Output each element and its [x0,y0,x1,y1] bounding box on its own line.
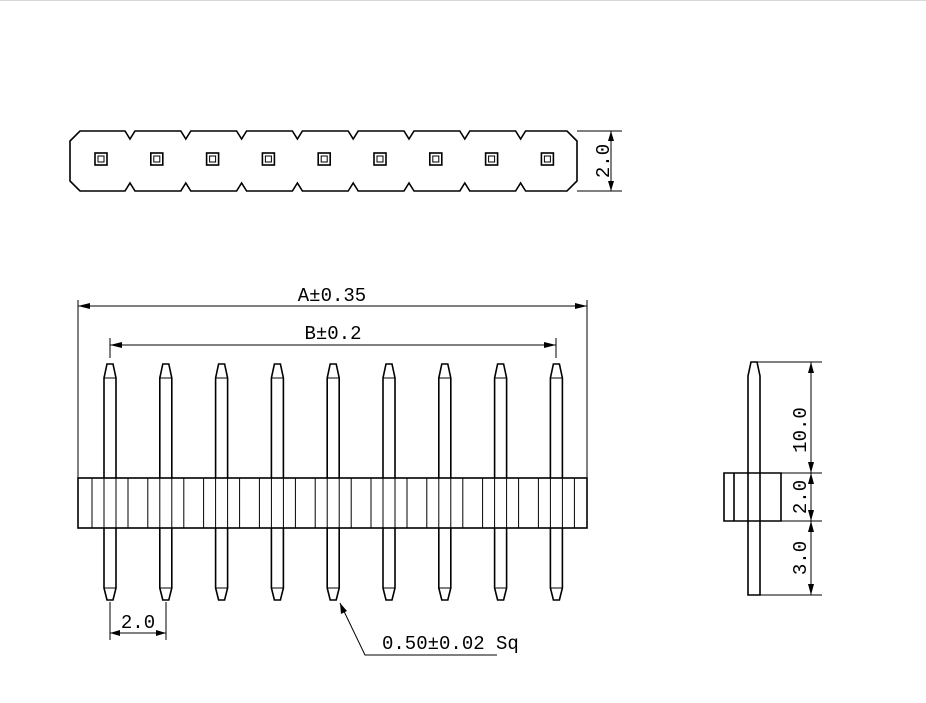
front-pin-upper [493,363,508,478]
top-height-label: 2.0 [593,144,615,178]
pin-section-arrow [340,603,347,614]
side-arrow-upper-end [808,462,814,473]
front-pin-upper [549,363,564,478]
side-arrow-lower-start [808,521,814,532]
top-pin-square-inner [543,155,551,163]
side-upper-label: 10.0 [790,407,812,453]
top-pin-square-inner [264,155,272,163]
front-pin-lower [270,528,285,601]
front-view: A±0.35 B±0.2 2.0 0.50±0.02 Sq [77,285,588,656]
top-view-outline [69,130,578,192]
pitch-arrow-left [110,630,120,636]
front-pin-upper [159,363,173,478]
top-view: 2.0 [69,130,622,192]
side-arrow-body-end [808,510,814,521]
top-pin-square [94,152,108,166]
front-body [77,477,588,529]
front-pin-upper [270,363,285,478]
front-pin-lower [159,528,173,601]
front-pin-lower [438,528,452,601]
top-pin-square [484,152,499,166]
top-pin-square-inner [97,155,105,163]
side-pin-behind-body [747,473,761,521]
span-dimension-label: B±0.2 [304,323,361,345]
side-arrow-body-start [808,473,814,484]
top-pin-square-inner [488,155,496,163]
front-pins [103,363,564,601]
top-pin-square [373,152,387,166]
top-pin-square-inner [209,155,217,163]
front-pin-upper [103,363,117,478]
front-pin-lower [493,528,508,601]
top-dim-arrow-up [608,131,614,141]
top-pin-square-inner [320,155,328,163]
span-arrow-left [110,342,122,348]
front-pin-lower [549,528,564,601]
side-lower-label: 3.0 [790,541,812,575]
front-pin-lower [382,528,396,601]
side-body [723,472,782,522]
top-pin-square [540,152,555,166]
pin-section-leader [339,602,497,656]
front-pin-lower [326,528,340,601]
front-pin-upper [438,363,452,478]
front-body-dividers [91,478,575,528]
top-pin-square [317,152,332,166]
front-pin-upper [214,363,229,478]
top-pin-square [428,152,443,166]
pitch-label: 2.0 [121,612,155,634]
top-pin-square [205,152,220,166]
span-arrow-right [544,342,556,348]
top-pin-square-inner [153,155,161,163]
pin-section-label: 0.50±0.02 Sq [382,633,519,655]
top-pin-square [150,152,164,166]
side-view: 10.0 2.0 3.0 [723,361,822,596]
front-pin-upper [382,363,396,478]
side-body-label: 2.0 [790,480,812,514]
front-pin-lower [103,528,117,601]
overall-dimension-label: A±0.35 [298,285,366,307]
side-arrow-top [808,362,814,373]
top-pin-square [261,152,276,166]
side-arrow-bottom [808,584,814,595]
front-pin-upper [326,363,340,478]
overall-arrow-right [575,303,587,309]
top-dim-arrow-down [608,181,614,191]
front-pin-lower [214,528,229,601]
top-pin-square-inner [432,155,440,163]
pitch-arrow-right [156,630,166,636]
overall-arrow-left [78,303,90,309]
top-view-pin-squares [94,152,555,166]
side-pin [747,361,761,596]
top-pin-square-inner [376,155,384,163]
